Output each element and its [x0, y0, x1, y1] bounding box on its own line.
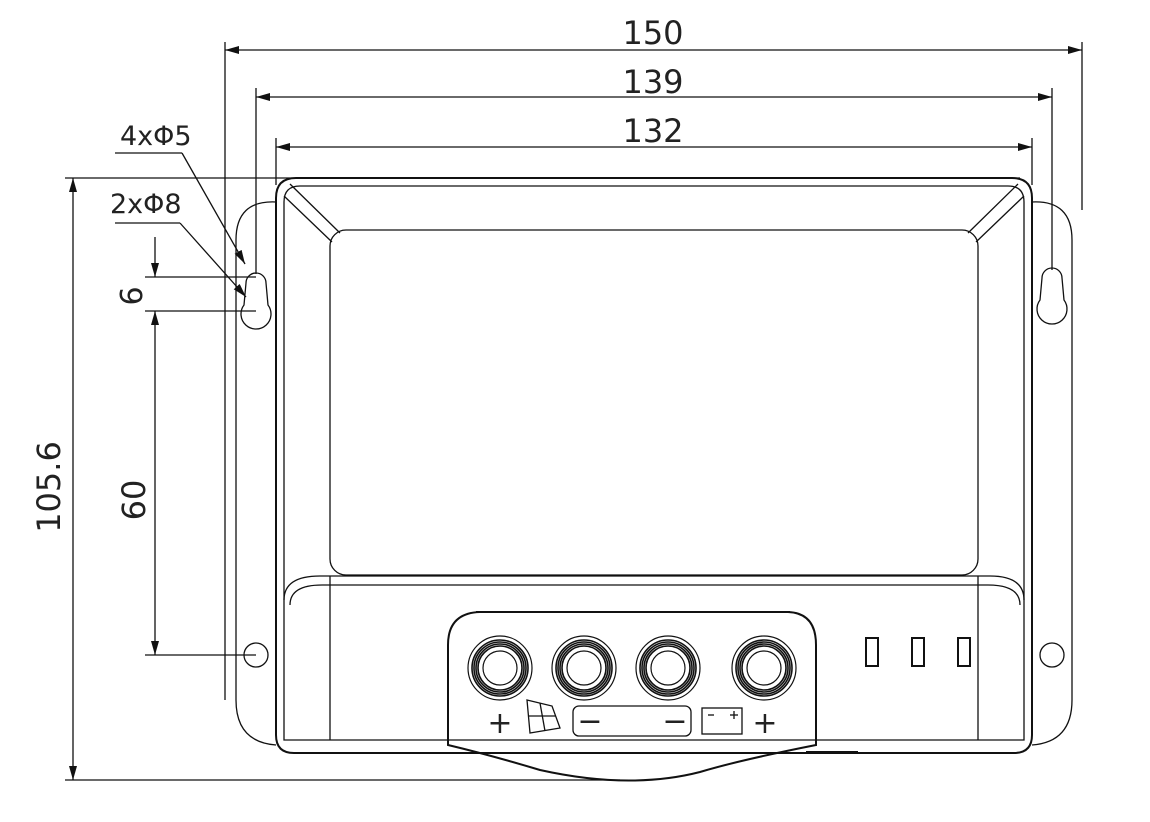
- mount-hole-left: [243, 642, 269, 668]
- terminal-ring: [741, 645, 787, 691]
- dimension-lines: [69, 46, 1082, 780]
- terminal-ring: [557, 641, 611, 695]
- terminal-1: [467, 635, 533, 701]
- dim-60-label: 60: [115, 480, 153, 521]
- terminal-ring: [471, 639, 529, 697]
- mounting-flanges: [235, 201, 1073, 746]
- terminal-4-symbol: +: [752, 706, 777, 741]
- terminal-ring: [559, 643, 609, 693]
- terminal-ring: [639, 639, 697, 697]
- terminal-3-symbol: −: [662, 704, 687, 739]
- terminal-ring: [551, 635, 617, 701]
- terminal-ring: [635, 635, 701, 701]
- dim-150-label: 150: [622, 14, 683, 52]
- dim-6-label: 6: [115, 286, 150, 305]
- terminal-ring: [735, 639, 793, 697]
- terminal-ring: [643, 643, 693, 693]
- led-2: [911, 637, 925, 667]
- terminal-ring: [473, 641, 527, 695]
- terminal-ring: [477, 645, 523, 691]
- terminal-symbols: + − − +: [487, 699, 778, 741]
- terminal-block: [447, 611, 817, 782]
- keyhole-right: [1036, 267, 1068, 325]
- terminal-ring: [650, 650, 686, 686]
- keyholes-label: 2xΦ8: [110, 189, 182, 220]
- dim-132-label: 132: [622, 112, 683, 150]
- led-1: [865, 637, 879, 667]
- terminal-ring: [737, 641, 791, 695]
- terminal-2-symbol: −: [577, 704, 602, 739]
- led-3: [957, 637, 971, 667]
- controller-body: [275, 177, 1033, 754]
- battery-icon: [701, 707, 743, 735]
- dim-105-6-label: 105.6: [30, 441, 68, 533]
- terminal-ring: [555, 639, 613, 697]
- terminal-ring: [482, 650, 518, 686]
- solar-panel-icon: [526, 699, 561, 734]
- dim-139-label: 139: [622, 63, 683, 101]
- terminal-2: [551, 635, 617, 701]
- terminal-ring: [561, 645, 607, 691]
- extension-lines: [65, 42, 1083, 781]
- terminal-ring: [746, 650, 782, 686]
- terminal-ring: [475, 643, 525, 693]
- display-panel: [329, 229, 979, 576]
- keyhole-left: [240, 272, 272, 330]
- terminal-ring: [641, 641, 695, 695]
- terminal-1-symbol: +: [487, 706, 512, 741]
- terminal-ring: [645, 645, 691, 691]
- solar-pv-group-box: [572, 705, 692, 737]
- terminal-3: [635, 635, 701, 701]
- terminal-ring: [739, 643, 789, 693]
- terminal-ring: [467, 635, 533, 701]
- mount-holes-label: 4xΦ5: [120, 121, 192, 152]
- terminal-ring: [731, 635, 797, 701]
- terminal-ring: [566, 650, 602, 686]
- mount-hole-right: [1039, 642, 1065, 668]
- terminal-4: [731, 635, 797, 701]
- status-leds: [865, 637, 971, 667]
